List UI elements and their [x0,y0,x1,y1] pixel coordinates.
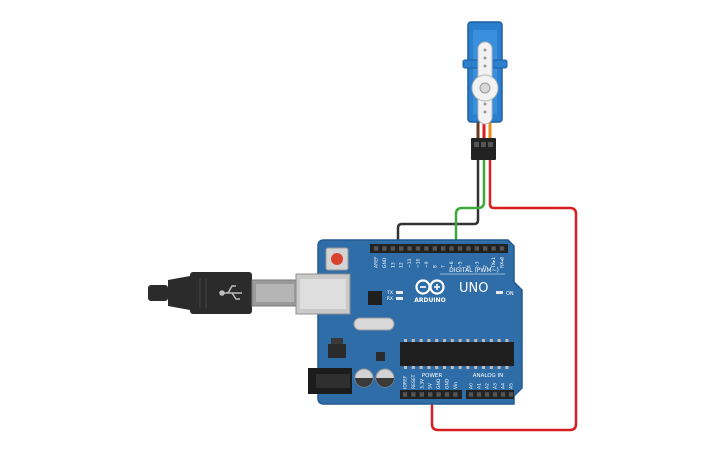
on-label: ON [506,291,514,297]
atmega-chip [400,342,514,366]
power-pin-label: 5V [428,382,434,389]
signal-wire[interactable] [454,158,486,250]
power-socket[interactable] [419,392,424,397]
usb-icon [219,285,242,300]
digital-pin-label: 2 [483,265,489,268]
digital-pin-label: 7 [441,265,447,268]
digital-socket[interactable] [483,246,488,251]
digital-socket[interactable] [457,246,463,251]
analog-pin-label: A2 [485,383,491,389]
digital-socket[interactable] [499,246,505,251]
servo-horn [471,41,499,125]
digital-pin-label: ~6 [449,261,455,268]
power-pin-label: 3.3V [419,378,425,389]
analog-pin-label: A4 [501,383,507,389]
digital-socket[interactable] [491,246,496,251]
analog-socket[interactable] [476,392,482,397]
analog-pin-label: A0 [469,383,475,389]
analog-pin-label: A5 [509,383,515,389]
digital-pin-label: 4 [466,265,472,268]
power-pin-label: RESET [411,374,417,389]
ground-wire[interactable] [396,158,480,250]
digital-socket[interactable] [399,246,404,251]
digital-socket[interactable] [382,246,387,251]
digital-socket[interactable] [415,246,421,251]
digital-pin-label: ~9 [424,261,430,268]
digital-label: DIGITAL (PWM~) [449,267,499,274]
digital-pin-label: ~5 [458,261,464,268]
servo-connector [471,138,496,160]
usb-chip [368,291,382,305]
analog-socket[interactable] [500,392,506,397]
voltage-regulator [328,344,346,358]
analog-socket[interactable] [468,392,474,397]
digital-pin-label: AREF [374,256,380,268]
analog-header [466,390,514,399]
digital-pin-label: GND [382,257,388,268]
digital-socket[interactable] [449,246,454,251]
digital-socket[interactable] [474,246,479,251]
analog-label: ANALOG IN [473,373,504,379]
power-socket[interactable] [444,392,450,397]
digital-pin-label: RX◂0 [500,257,506,268]
power-socket[interactable] [411,392,416,397]
power-socket[interactable] [436,392,441,397]
digital-socket[interactable] [432,246,437,251]
digital-socket[interactable] [407,246,412,251]
digital-socket[interactable] [441,246,446,251]
arduino-brand: ARDUINO [414,297,445,304]
power-wire[interactable] [430,158,578,432]
analog-socket[interactable] [484,392,490,397]
power-socket[interactable] [428,392,433,397]
analog-pin-label: A3 [493,383,499,389]
digital-pin-label: ~10 [416,258,422,268]
rx-label: RX [387,296,393,302]
digital-pin-label: ~11 [407,258,413,268]
analog-socket[interactable] [492,392,498,397]
digital-pin-label: TX▸1 [491,257,497,269]
power-socket[interactable] [453,392,458,397]
digital-socket[interactable] [424,246,429,251]
analog-pin-label: A1 [477,383,483,389]
analog-socket[interactable] [508,392,514,397]
arduino-logo-icon [415,279,445,295]
usb-cable[interactable] [148,272,299,314]
digital-socket[interactable] [390,246,395,251]
servo-motor[interactable] [462,21,508,160]
digital-pin-label: ~3 [474,261,480,268]
power-socket[interactable] [402,392,408,397]
power-label: POWER [422,373,443,379]
power-pin-label: GND [436,378,442,389]
digital-pin-label: 8 [432,265,438,268]
capacitors [354,368,395,388]
uno-label: UNO [459,281,488,296]
digital-header [370,244,508,253]
power-pin-label: Vin [453,382,459,389]
digital-socket[interactable] [466,246,471,251]
digital-pin-label: 12 [399,262,405,268]
digital-pin-label: 13 [390,262,396,268]
tx-label: TX [386,290,393,296]
power-pin-label: GND [445,378,451,389]
digital-socket[interactable] [373,246,379,251]
crystal [353,317,395,331]
wires [396,158,578,432]
power-pin-label: IOREF [403,375,409,389]
